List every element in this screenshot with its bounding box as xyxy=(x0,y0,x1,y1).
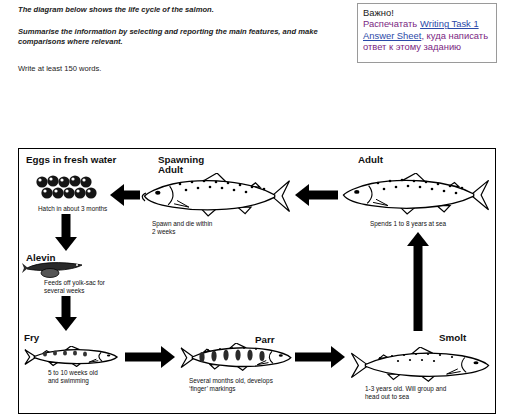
stage-description: Spawn and die within 2 weeks xyxy=(152,220,216,236)
stage-arrow xyxy=(62,296,71,317)
instruction-text: Write at least 150 words. xyxy=(18,64,218,74)
stage-arrow xyxy=(124,191,140,200)
instruction-text: Summarise the information by selecting a… xyxy=(18,27,348,47)
stage-description: 1-3 years old. Will group and head out t… xyxy=(365,385,453,401)
stage-arrow xyxy=(414,246,423,331)
note-text: Важно! xyxy=(363,7,491,18)
life-stage: AlevinFeeds off yolk-sac for several wee… xyxy=(22,251,132,296)
life-stage: Smolt 1-3 years old. Will group and head … xyxy=(345,331,493,409)
stage-arrow xyxy=(295,353,331,362)
stage-heading: Adult xyxy=(358,155,383,165)
note-text: Распечатать xyxy=(363,18,417,29)
parr-fish xyxy=(181,343,291,370)
life-stage: Fry 5 to 10 weeks old and swimming xyxy=(20,331,125,386)
stage-arrow xyxy=(62,214,71,237)
note-box: Важно!РаспечататьWriting Task 1 Answer S… xyxy=(357,3,497,63)
stage-heading: Smolt xyxy=(439,333,466,343)
adult-fish xyxy=(343,173,488,214)
smolt-fish xyxy=(351,347,488,381)
egg-cluster xyxy=(36,175,96,198)
stage-heading: Parr xyxy=(255,335,275,345)
stage-heading: Spawning Adult xyxy=(158,155,210,176)
life-stage: Spawning AdultSpawn and die within 2 wee… xyxy=(140,152,295,237)
life-stage: ParrSeveral months old, develops ‘finger… xyxy=(175,333,295,401)
life-stage: AdultSpends 1 to 8 years at sea xyxy=(338,152,493,232)
stage-arrow xyxy=(309,191,338,200)
fry-fish xyxy=(25,346,117,366)
stage-heading: Fry xyxy=(24,333,39,343)
stage-description: Hatch in about 3 months xyxy=(38,205,107,213)
stage-description: Feeds off yolk-sac for several weeks xyxy=(44,279,106,295)
stage-description: Spends 1 to 8 years at sea xyxy=(370,220,446,228)
stage-arrow xyxy=(125,353,161,362)
stage-description: Several months old, develops ‘finger’ ma… xyxy=(189,377,281,393)
spawning-adult-fish xyxy=(142,173,289,216)
alevin-fish xyxy=(22,263,82,278)
stage-heading: Alevin xyxy=(26,253,55,263)
stage-description: 5 to 10 weeks old and swimming xyxy=(48,369,106,385)
diagram-frame xyxy=(19,149,496,414)
stage-heading: Eggs in fresh water xyxy=(26,155,116,165)
life-stage: Eggs in fresh waterHatch in about 3 mont… xyxy=(22,152,110,214)
instruction-text: The diagram below shows the life cycle o… xyxy=(18,5,348,15)
